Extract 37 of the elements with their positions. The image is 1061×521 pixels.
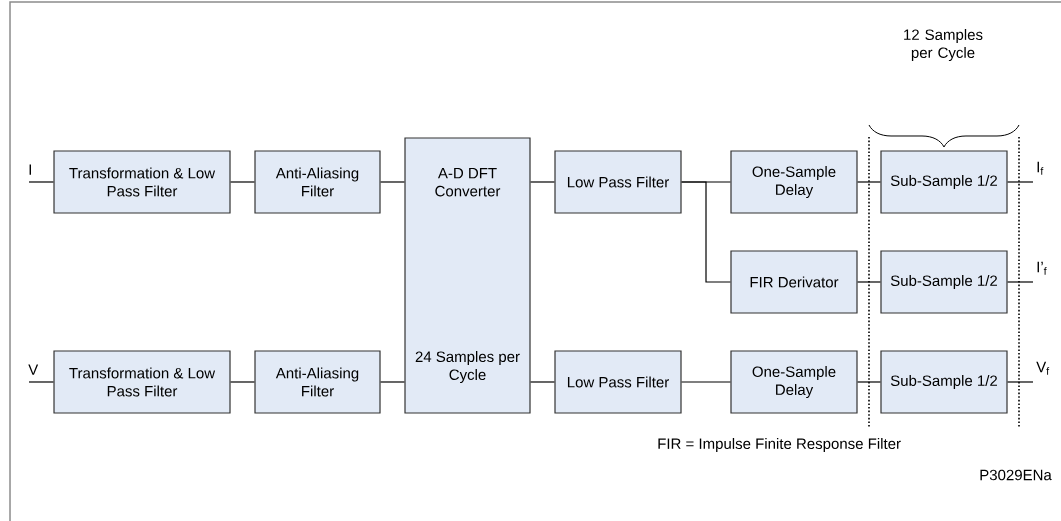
connector-line (230, 181, 255, 183)
connector-line (1007, 381, 1034, 383)
process-box: Sub-Sample 1/2 (880, 350, 1008, 414)
brace-label: 12 Samples per Cycle (904, 29, 983, 61)
connector-line (28, 381, 54, 383)
process-box: One-Sample Delay (730, 150, 858, 214)
connector-line (1007, 281, 1034, 283)
converter-box: A-D DFT Converter 24 Samples per Cycle (404, 137, 531, 414)
output-label: I’$_{f}$ (1037, 261, 1047, 275)
input-label: V (28, 364, 39, 375)
connector-line (857, 181, 881, 183)
connector-line (1007, 181, 1034, 183)
connector-line (681, 381, 731, 383)
process-box: Anti-Aliasing Filter (254, 350, 381, 414)
connector-line (28, 181, 54, 183)
output-label: V$_{f}$ (1036, 361, 1050, 375)
connector-line (530, 181, 555, 183)
input-label: I (29, 164, 31, 175)
process-box: Transformation & Low Pass Filter (53, 150, 231, 214)
connector-line (380, 181, 405, 183)
connector-line (380, 381, 405, 383)
process-box: Low Pass Filter (554, 150, 682, 214)
process-box: Low Pass Filter (554, 350, 682, 414)
process-box: Sub-Sample 1/2 (880, 150, 1008, 214)
connector-line (857, 281, 881, 283)
process-box: FIR Derivator (730, 250, 858, 314)
process-box: One-Sample Delay (730, 350, 858, 414)
process-box: Sub-Sample 1/2 (880, 250, 1008, 314)
connector-line (681, 181, 731, 283)
connector-line (230, 381, 255, 383)
output-label: I$_{f}$ (1037, 161, 1044, 175)
connector-line (530, 381, 555, 383)
process-box: Transformation & Low Pass Filter (53, 350, 231, 414)
footnote: FIR = Impulse Finite Response Filter (658, 438, 901, 452)
connector-line (857, 381, 881, 383)
figure-code: P3029ENa (980, 469, 1052, 481)
process-box: Anti-Aliasing Filter (254, 150, 381, 214)
